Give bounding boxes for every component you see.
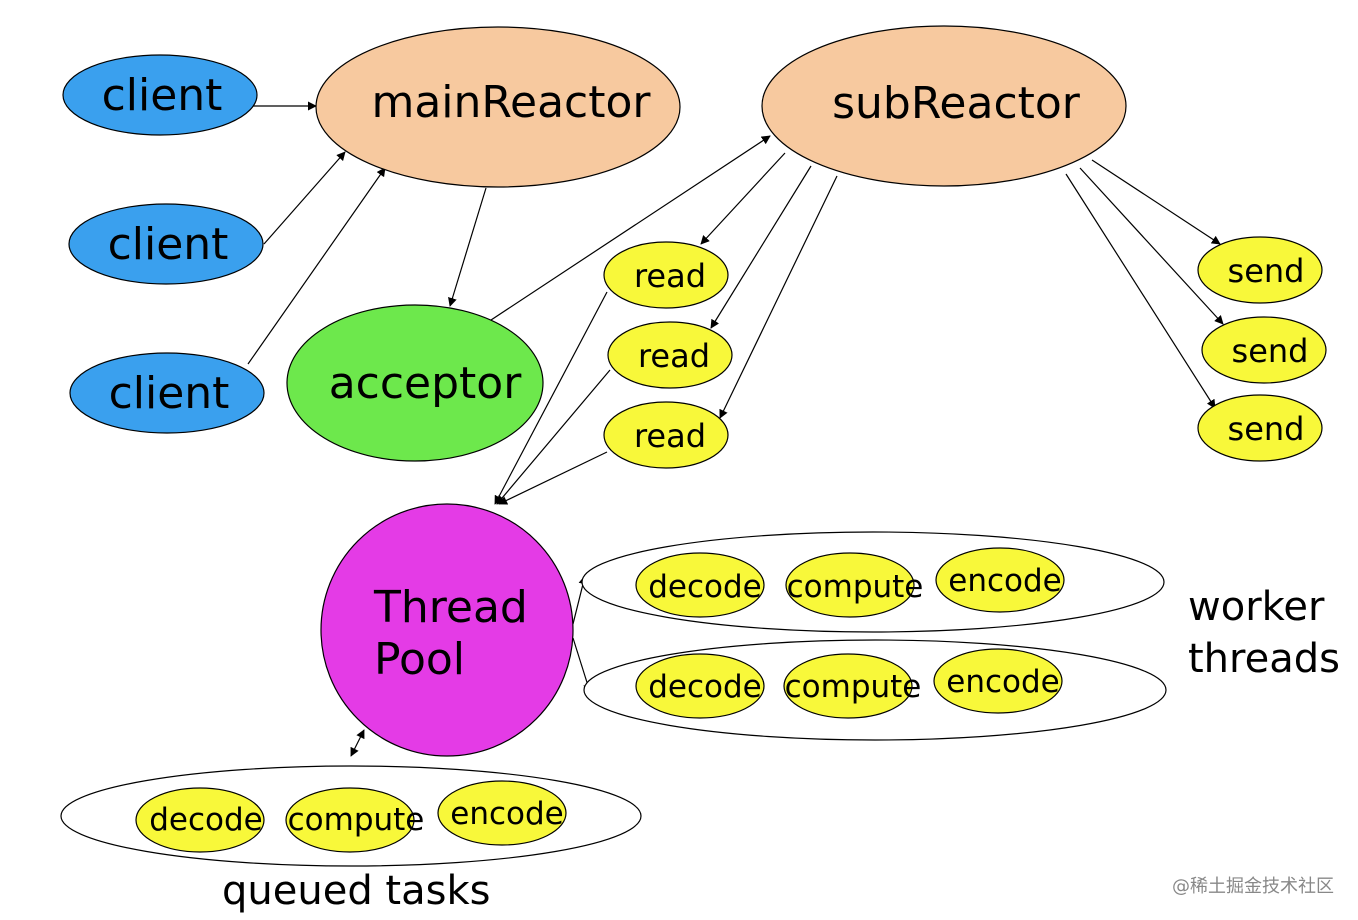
task-encode-label: encode [946,664,1059,700]
read-label: read [634,257,706,295]
send-label: send [1228,252,1305,290]
send-node-3: send [1197,394,1323,462]
thread-pool-node: Thread Pool [320,503,574,757]
thread-pool-label-line2: Pool [374,634,465,685]
edge-subreactor-read1 [700,152,786,245]
edge-read2-threadpool [496,369,611,505]
client-label: client [102,70,223,121]
acceptor-node: acceptor [286,304,544,462]
sub-reactor-node: subReactor [761,25,1127,187]
send-label: send [1232,332,1309,370]
worker-threads-label-line2: threads [1188,636,1340,682]
send-node-2: send [1201,316,1327,384]
queued-tasks-label: queued tasks [222,868,490,914]
read-node-3: read [603,401,729,469]
client-node-1: client [62,54,258,136]
edge-subreactor-read2 [710,165,812,329]
task-compute-label: compute [787,569,924,605]
task-encode-label: encode [450,796,563,832]
edge-read1-threadpool [494,291,608,505]
worker-row-2-tasks: decode compute encode [635,648,1063,719]
edge-subreactor-send1 [1091,159,1221,245]
sub-reactor-label: subReactor [832,78,1081,129]
acceptor-label: acceptor [329,358,523,409]
main-reactor-label: mainReactor [371,77,651,128]
watermark: @稀土掘金技术社区 [1172,876,1334,897]
read-node-1: read [603,241,729,309]
task-compute-label: compute [288,802,425,838]
client-label: client [108,219,229,270]
edges [245,101,1224,757]
edge-subreactor-send3 [1065,173,1216,409]
main-reactor-node: mainReactor [315,26,681,188]
client-node-3: client [69,352,265,434]
edge-threadpool-queue [350,729,365,757]
queued-tasks-items: decode compute encode [135,780,567,853]
client-label: client [109,368,230,419]
edge-read3-threadpool [498,451,608,505]
client-node-2: client [68,203,264,285]
task-encode-label: encode [948,563,1061,599]
thread-pool-label-line1: Thread [373,582,528,633]
send-label: send [1228,410,1305,448]
edge-client3-mainreactor [247,167,386,365]
send-node-1: send [1197,236,1323,304]
edge-mainreactor-acceptor [448,187,487,307]
task-decode-label: decode [648,569,762,605]
task-compute-label: compute [785,669,922,705]
edge-subreactor-send2 [1079,167,1224,325]
edge-acceptor-subreactor [487,135,771,323]
worker-row-1-tasks: decode compute encode [635,547,1065,618]
task-decode-label: decode [149,802,263,838]
edge-client2-mainreactor [263,151,346,245]
read-node-2: read [607,321,733,389]
read-label: read [634,417,706,455]
task-decode-label: decode [648,669,762,705]
worker-threads-label-line1: worker [1188,584,1325,630]
read-label: read [638,337,710,375]
edge-subreactor-read3 [719,175,838,419]
